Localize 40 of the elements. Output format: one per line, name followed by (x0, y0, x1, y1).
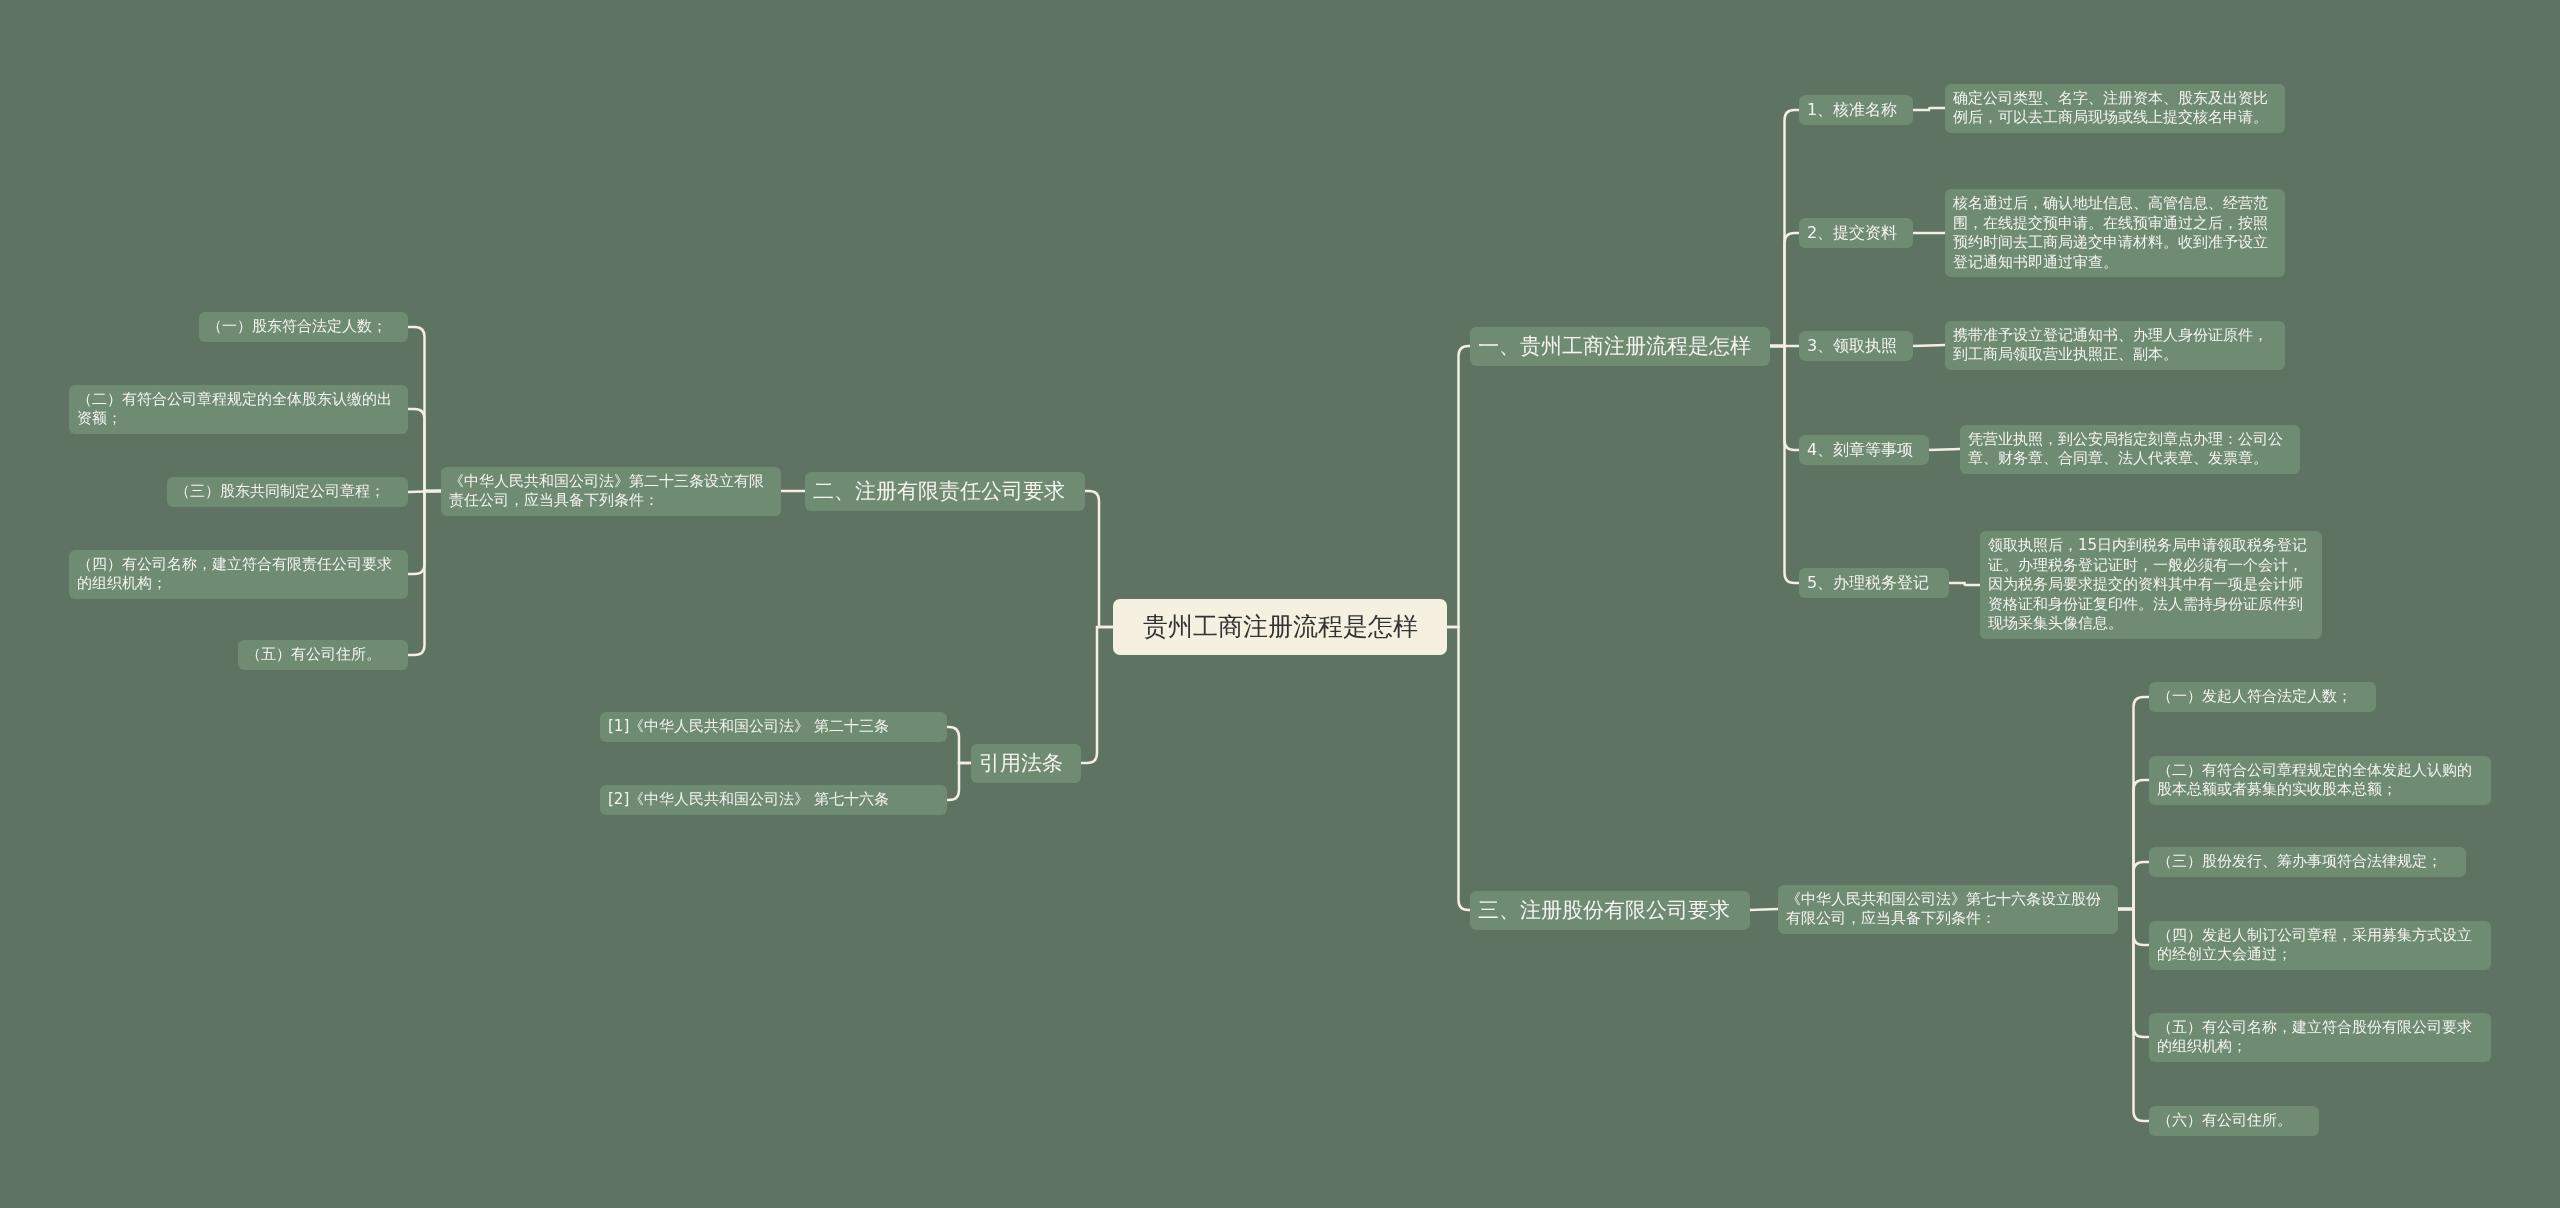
connector-line (947, 761, 971, 802)
condition-item: （三）股份发行、筹办事项符合法律规定； (2149, 847, 2466, 877)
branch-topic: 引用法条 (971, 743, 1081, 783)
condition-item: （六）有公司住所。 (2149, 1106, 2319, 1136)
condition-item: （二）有符合公司章程规定的全体股东认缴的出资额； (69, 384, 408, 434)
connector-line (1749, 907, 1779, 912)
connector-line (781, 489, 805, 493)
step-topic: 1、核准名称 (1799, 94, 1913, 126)
detail-note: 携带准予设立登记通知书、办理人身份证原件，到工商局领取营业执照正、副本。 (1945, 320, 2285, 370)
detail-note: 《中华人民共和国公司法》第七十六条设立股份有限公司，应当具备下列条件： (1778, 884, 2118, 934)
condition-item: （一）发起人符合法定人数； (2149, 682, 2376, 712)
detail-note: 核名通过后，确认地址信息、高管信息、经营范围，在线提交预申请。在线预审通过之后，按照预约时间去工商局递交申请材料。收到准予设立登记通知书即通过审查。 (1945, 189, 2285, 277)
detail-note: 《中华人民共和国公司法》第二十三条设立有限责任公司，应当具备下列条件： (441, 466, 781, 516)
detail-note: 领取执照后，15日内到税务局申请领取税务登记证。办理税务登记证时，一般必须有一个会计，因为税务局要求提交的资料其中有一项是会计师资格证和身份证复印件。法人需持身份证原件到现场采集头像信息。 (1980, 531, 2322, 639)
condition-item: [1]《中华人民共和国公司法》 第二十三条 (600, 712, 947, 742)
detail-note: 凭营业执照，到公安局指定刻章点办理：公司公章、财务章、合同章、法人代表章、发票章。 (1960, 424, 2300, 474)
connector-line (1913, 231, 1945, 235)
condition-item: （五）有公司名称，建立符合股份有限公司要求的组织机构； (2149, 1012, 2491, 1062)
detail-note: 确定公司类型、名字、注册资本、股东及出资比例后，可以去工商局现场或线上提交核名申请。 (1945, 83, 2285, 133)
connector-line (1913, 106, 1945, 112)
branch-topic: 三、注册股份有限公司要求 (1470, 890, 1750, 930)
central-topic: 贵州工商注册流程是怎样 (1113, 598, 1447, 655)
condition-item: [2]《中华人民共和国公司法》 第七十六条 (600, 785, 947, 815)
branch-topic: 一、贵州工商注册流程是怎样 (1470, 326, 1770, 366)
connector-line (1447, 625, 1471, 912)
condition-item: （一）股东符合法定人数； (199, 312, 408, 342)
step-topic: 3、领取执照 (1799, 330, 1913, 362)
condition-item: （四）有公司名称，建立符合有限责任公司要求的组织机构； (69, 549, 408, 599)
connector-line (1949, 581, 1980, 587)
condition-item: （五）有公司住所。 (238, 640, 408, 670)
step-topic: 5、办理税务登记 (1799, 567, 1949, 599)
branch-topic: 二、注册有限责任公司要求 (805, 471, 1085, 511)
connector-line (1912, 343, 1946, 348)
step-topic: 4、刻章等事项 (1799, 434, 1929, 466)
connector-line (408, 489, 441, 657)
condition-item: （四）发起人制订公司章程，采用募集方式设立的经创立大会通过； (2149, 920, 2491, 970)
connector-line (1928, 447, 1961, 452)
condition-item: （三）股东共同制定公司章程； (167, 477, 408, 507)
condition-item: （二）有符合公司章程规定的全体发起人认购的股本总额或者募集的实收股本总额； (2149, 755, 2491, 805)
step-topic: 2、提交资料 (1799, 217, 1913, 249)
